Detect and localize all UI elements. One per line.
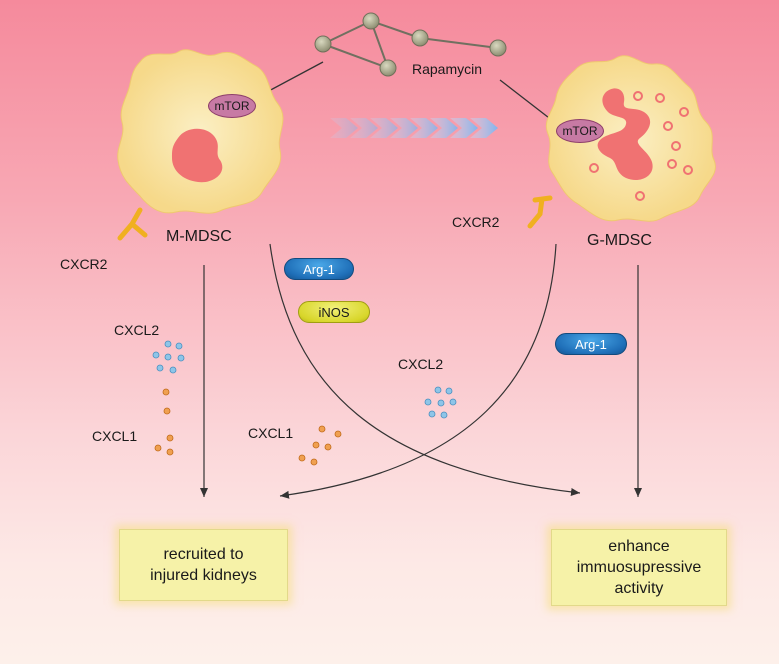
inos-label: iNOS <box>318 304 350 320</box>
m-mdsc-label: M-MDSC <box>166 228 232 245</box>
differentiation-chevrons <box>330 118 498 138</box>
g-mdsc-cross-arrow <box>279 243 557 499</box>
m-mdsc-nucleus <box>172 128 223 183</box>
rapamycin-label: Rapamycin <box>412 61 483 77</box>
m-mdsc-mtor-label: mTOR <box>214 99 250 113</box>
left-cxcl2-label: CXCL2 <box>114 322 160 338</box>
g-mdsc-label: G-MDSC <box>587 232 652 249</box>
g-mdsc-cell <box>545 55 716 222</box>
inhibition-line-right <box>499 79 558 127</box>
mid-cxcl2-label: CXCL2 <box>398 356 444 372</box>
m-mdsc-cxcr2-label: CXCR2 <box>60 256 108 272</box>
arg1-right-pill: Arg-1 <box>555 333 627 355</box>
m-mdsc-mtor: mTOR <box>208 94 256 118</box>
g-mdsc-cxcr2-receptor <box>527 195 553 229</box>
g-mdsc-nucleus <box>597 88 653 181</box>
left-cxcl1-label: CXCL1 <box>92 428 138 444</box>
m-mdsc-cross-arrow <box>269 243 581 496</box>
g-mdsc-cxcr2-label: CXCR2 <box>452 214 500 230</box>
g-mdsc-mtor-label: mTOR <box>562 124 598 138</box>
left-cxcl1-dots <box>154 388 174 456</box>
left-cxcl2-dots <box>152 340 185 374</box>
outcome-right-text: enhance immuosupressive activity <box>576 538 702 597</box>
g-mdsc-mtor: mTOR <box>556 119 604 143</box>
arg1-left-label: Arg-1 <box>303 261 335 277</box>
outcome-left-text: recruited to injured kidneys <box>150 546 257 584</box>
mid-cxcl1-dots <box>298 425 342 466</box>
outcome-right-box: enhance immuosupressive activity <box>551 529 727 606</box>
arg1-right-label: Arg-1 <box>575 336 607 352</box>
outcome-left-box: recruited to injured kidneys <box>119 529 288 601</box>
m-mdsc-cell <box>117 49 284 214</box>
arg1-left-pill: Arg-1 <box>284 258 354 280</box>
m-mdsc-cxcr2-receptor <box>117 207 148 241</box>
mid-cxcl1-label: CXCL1 <box>248 425 294 441</box>
mid-cxcl2-dots <box>424 386 457 419</box>
inos-pill: iNOS <box>298 301 370 323</box>
rapamycin-molecule <box>314 12 507 77</box>
